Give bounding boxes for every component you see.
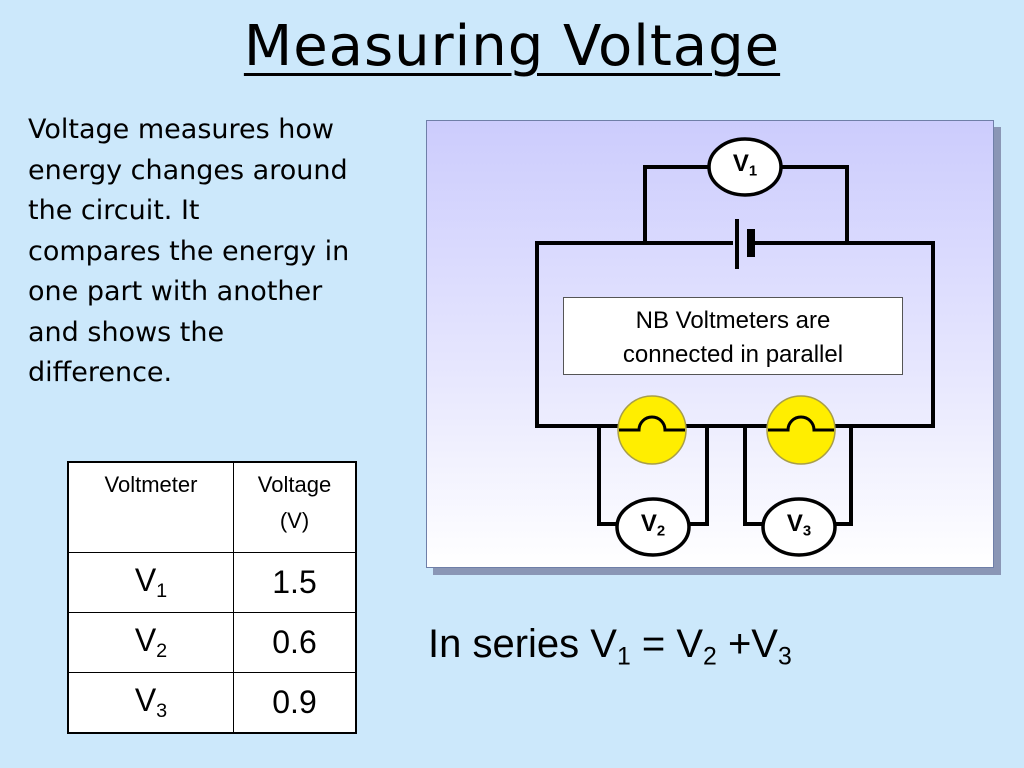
circuit-drawing xyxy=(535,137,935,557)
circuit-diagram: V1 V2 V3 NB Voltmeters are connected in … xyxy=(426,120,994,568)
voltmeter-cell: V2 xyxy=(67,612,234,673)
equation-part: In series V xyxy=(428,622,617,666)
voltmeter-v2-label: V2 xyxy=(615,509,691,539)
cell-short-plate xyxy=(747,229,755,257)
meter-index: 2 xyxy=(156,639,168,662)
wire-v2-left xyxy=(597,426,617,526)
meter-index: 2 xyxy=(656,523,666,540)
bulb-right-glass xyxy=(766,395,836,465)
voltmeter-v2-body xyxy=(615,497,691,557)
wire-main-left xyxy=(535,241,733,428)
note-line: NB Voltmeters are xyxy=(635,307,831,334)
voltage-table: Voltmeter Voltage (V) V1 1.5 V2 0.6 V3 0… xyxy=(67,461,357,734)
bulb-left-glass xyxy=(617,395,687,465)
parallel-note: NB Voltmeters are connected in parallel xyxy=(563,297,903,375)
bulb-right xyxy=(766,395,836,465)
voltmeter-v3-label: V3 xyxy=(761,509,837,539)
meter-index: 3 xyxy=(802,523,812,540)
series-equation: In series V1 = V2 +V3 xyxy=(428,622,792,671)
table-row: V3 0.9 xyxy=(67,672,357,734)
wire-main-right xyxy=(753,241,935,428)
equation-part: = V xyxy=(630,622,704,666)
wire-v1-right xyxy=(779,165,849,243)
equation-part: +V xyxy=(716,622,778,666)
table-header-row: Voltmeter Voltage (V) xyxy=(67,461,357,553)
meter-letter: V xyxy=(640,510,657,537)
intro-line: and shows the xyxy=(28,316,225,348)
bulb-left xyxy=(617,395,687,465)
slide-title: Measuring Voltage xyxy=(243,14,781,79)
header-voltage-label: Voltage xyxy=(257,472,332,497)
voltage-cell: 0.9 xyxy=(233,672,357,734)
header-voltmeter-label: Voltmeter xyxy=(104,472,198,497)
intro-line: one part with another xyxy=(28,276,323,307)
equation-subscript: 3 xyxy=(777,643,792,671)
meter-letter: V xyxy=(134,622,157,659)
intro-line: difference. xyxy=(28,357,173,388)
bulb-right-filament xyxy=(768,415,834,432)
table-row: V1 1.5 xyxy=(67,552,357,613)
equation-subscript: 1 xyxy=(616,643,631,671)
note-line: connected in parallel xyxy=(622,341,844,368)
intro-line: the circuit. It xyxy=(28,195,200,226)
meter-letter: V xyxy=(732,150,749,177)
voltmeter-v3-body xyxy=(761,497,837,557)
intro-line: energy changes around xyxy=(28,154,348,186)
voltage-cell: 0.6 xyxy=(233,612,357,673)
intro-line: compares the energy in xyxy=(28,235,350,267)
bulb-left-filament xyxy=(619,415,685,432)
header-voltmeter: Voltmeter xyxy=(67,461,234,553)
voltmeter-v1-label: V1 xyxy=(707,149,783,179)
intro-line: Voltage measures how xyxy=(28,114,334,145)
meter-letter: V xyxy=(786,510,803,537)
meter-index: 1 xyxy=(748,163,758,180)
voltmeter-v1-body xyxy=(707,137,783,197)
meter-index: 1 xyxy=(156,579,168,602)
header-voltage-unit: (V) xyxy=(279,508,310,533)
intro-text: Voltage measures how energy changes arou… xyxy=(28,110,408,394)
voltmeter-cell: V1 xyxy=(67,552,234,613)
voltage-cell: 1.5 xyxy=(233,552,357,613)
table-row: V2 0.6 xyxy=(67,612,357,673)
wire-v1-left xyxy=(643,165,709,243)
header-voltage: Voltage (V) xyxy=(233,461,357,553)
meter-letter: V xyxy=(134,682,157,719)
wire-v3-left xyxy=(743,426,763,526)
equation-subscript: 2 xyxy=(703,643,717,671)
voltmeter-cell: V3 xyxy=(67,672,234,734)
meter-index: 3 xyxy=(156,699,168,722)
meter-letter: V xyxy=(134,562,157,599)
